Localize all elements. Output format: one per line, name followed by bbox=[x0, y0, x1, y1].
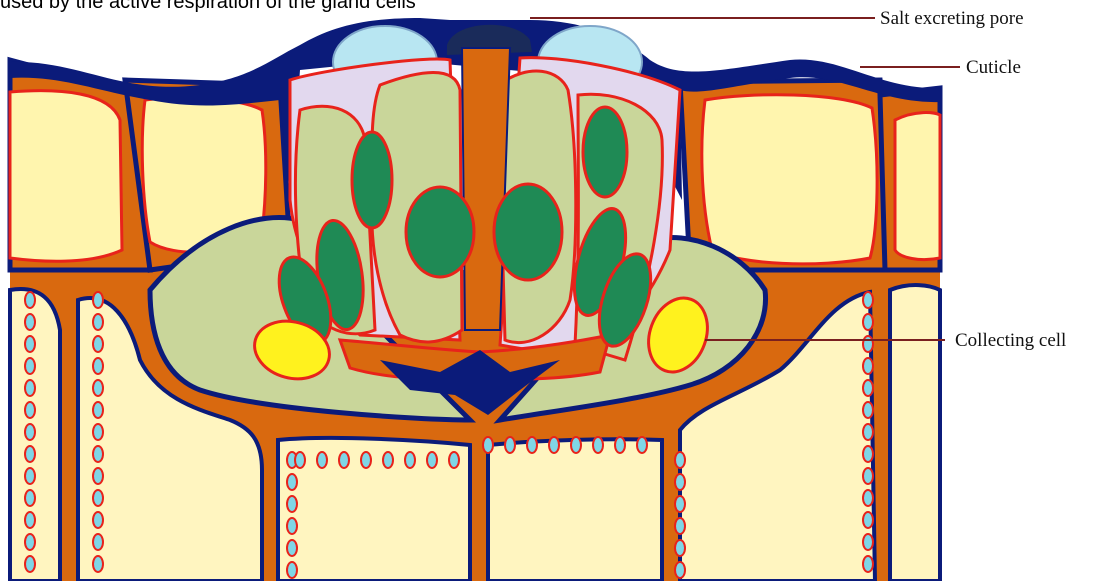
chloroplast-dot bbox=[427, 452, 437, 468]
label-collecting-cell: Collecting cell bbox=[955, 330, 1066, 351]
chloroplast-dot bbox=[25, 446, 35, 462]
chloroplast-dot bbox=[863, 534, 873, 550]
chloroplast-dot bbox=[93, 292, 103, 308]
chloroplast-dot bbox=[675, 496, 685, 512]
chloroplast-dot bbox=[93, 446, 103, 462]
chloroplast-dot bbox=[25, 534, 35, 550]
chloroplast-dot bbox=[287, 562, 297, 578]
chloroplast-dot bbox=[675, 474, 685, 490]
chloroplast-dot bbox=[863, 446, 873, 462]
chloroplast-dot bbox=[675, 562, 685, 578]
chloroplast-dot bbox=[93, 468, 103, 484]
chloroplast-dot bbox=[361, 452, 371, 468]
chloroplast-dot bbox=[287, 496, 297, 512]
chloroplast-dot bbox=[383, 452, 393, 468]
chloroplast-dot bbox=[93, 424, 103, 440]
chloroplast-dot bbox=[93, 314, 103, 330]
chloroplast-dot bbox=[25, 424, 35, 440]
chloroplast-dot bbox=[287, 518, 297, 534]
chloroplast-dot bbox=[25, 490, 35, 506]
chloroplast-dot bbox=[25, 358, 35, 374]
chloroplast-dot bbox=[637, 437, 647, 453]
chloroplast-dot bbox=[287, 540, 297, 556]
chloroplast-dot bbox=[93, 380, 103, 396]
label-cuticle: Cuticle bbox=[966, 57, 1021, 78]
chloroplast-dot bbox=[25, 468, 35, 484]
chloroplast-dot bbox=[863, 314, 873, 330]
chloroplast-dot bbox=[93, 512, 103, 528]
chloroplast-dot bbox=[615, 437, 625, 453]
chloroplast-dot bbox=[863, 402, 873, 418]
chloroplast-dot bbox=[25, 402, 35, 418]
chloroplast-dot bbox=[295, 452, 305, 468]
chloroplast-dot bbox=[25, 512, 35, 528]
chloroplast-dot bbox=[287, 474, 297, 490]
chloroplast-dot bbox=[863, 424, 873, 440]
chloroplast-dot bbox=[25, 380, 35, 396]
chloroplast-dot bbox=[317, 452, 327, 468]
chloroplast-dot bbox=[527, 437, 537, 453]
chloroplast-dot bbox=[93, 336, 103, 352]
chloroplast-dot bbox=[593, 437, 603, 453]
chloroplast-dot bbox=[863, 380, 873, 396]
chloroplast-dot bbox=[25, 292, 35, 308]
chloroplast-dot bbox=[863, 358, 873, 374]
chloroplast-dot bbox=[483, 437, 493, 453]
chloroplast-dot bbox=[25, 336, 35, 352]
chloroplast-dot bbox=[505, 437, 515, 453]
chloroplast-dot bbox=[93, 490, 103, 506]
chloroplast-dot bbox=[93, 358, 103, 374]
chloroplast-dot bbox=[863, 336, 873, 352]
chloroplast-dot bbox=[93, 556, 103, 572]
chloroplast-dot bbox=[25, 314, 35, 330]
label-salt-pore: Salt excreting pore bbox=[880, 8, 1024, 29]
chloroplast-dot bbox=[449, 452, 459, 468]
chloroplast-dot bbox=[863, 292, 873, 308]
chloroplast-dot bbox=[93, 402, 103, 418]
chloroplast-dot bbox=[863, 468, 873, 484]
chloroplast-dot bbox=[549, 437, 559, 453]
chloroplast-dot bbox=[405, 452, 415, 468]
chloroplast-dot bbox=[675, 540, 685, 556]
chloroplast-dot bbox=[863, 490, 873, 506]
chloroplast-dot bbox=[571, 437, 581, 453]
chloroplast-dot bbox=[863, 556, 873, 572]
chloroplast-dot bbox=[93, 534, 103, 550]
chloroplast-dot bbox=[863, 512, 873, 528]
chloroplast-dot bbox=[675, 518, 685, 534]
chloroplast-dot bbox=[675, 452, 685, 468]
chloroplast-dot bbox=[25, 556, 35, 572]
chloroplast-dot bbox=[339, 452, 349, 468]
